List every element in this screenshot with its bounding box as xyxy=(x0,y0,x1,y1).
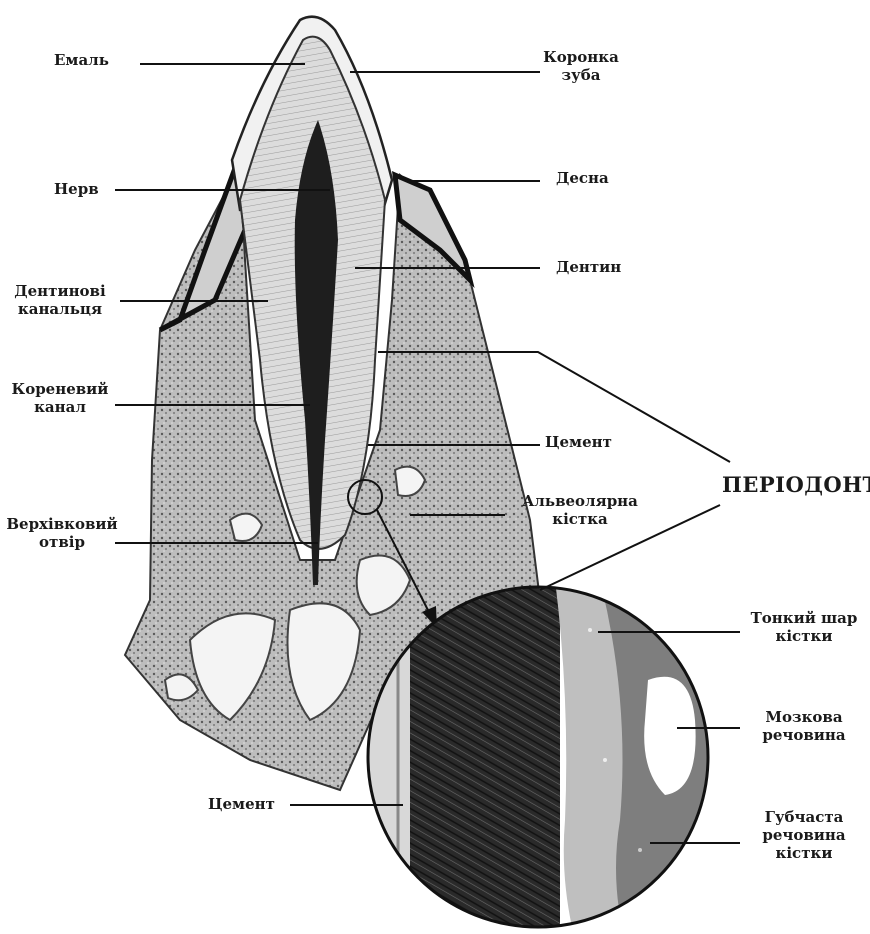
label-spongy-bone: Губчаста речовина кістки xyxy=(742,808,866,862)
label-root-canal: Кореневий канал xyxy=(10,380,110,416)
label-enamel: Емаль xyxy=(54,51,109,69)
label-cementum-upper: Цемент xyxy=(545,433,612,451)
label-thin-bone-layer-line-2: кістки xyxy=(742,627,866,645)
label-root-canal-line-2: канал xyxy=(10,398,110,416)
label-dentinal-tubules-line-2: канальця xyxy=(10,300,110,318)
label-spongy-bone-line-3: кістки xyxy=(742,844,866,862)
label-bone-marrow-line-2: речовина xyxy=(742,726,866,744)
label-bone-marrow-line-1: Мозкова xyxy=(742,708,866,726)
label-dentinal-tubules-line-1: Дентинові xyxy=(10,282,110,300)
label-alveolar-bone-line-2: кістка xyxy=(510,510,650,528)
label-thin-bone-layer-line-1: Тонкий шар xyxy=(742,609,866,627)
label-gum: Десна xyxy=(556,169,609,187)
label-apical-foramen-line-1: Верхівковий xyxy=(2,515,122,533)
label-dentinal-tubules: Дентинові канальця xyxy=(10,282,110,318)
label-crown: Коронка зуба xyxy=(538,48,624,84)
label-bone-marrow: Мозкова речовина xyxy=(742,708,866,744)
label-thin-bone-layer: Тонкий шар кістки xyxy=(742,609,866,645)
label-crown-line-1: Коронка xyxy=(538,48,624,66)
label-cementum-lower: Цемент xyxy=(208,795,275,813)
label-dentin: Дентин xyxy=(556,258,621,276)
label-nerve: Нерв xyxy=(54,180,99,198)
label-root-canal-line-1: Кореневий xyxy=(10,380,110,398)
label-apical-foramen-line-2: отвір xyxy=(2,533,122,551)
label-spongy-bone-line-2: речовина xyxy=(742,826,866,844)
label-periodontium: ПЕРІОДОНТ xyxy=(722,476,870,494)
label-spongy-bone-line-1: Губчаста xyxy=(742,808,866,826)
label-apical-foramen: Верхівковий отвір xyxy=(2,515,122,551)
label-alveolar-bone: Альвеолярна кістка xyxy=(510,492,650,528)
label-crown-line-2: зуба xyxy=(538,66,624,84)
label-alveolar-bone-line-1: Альвеолярна xyxy=(510,492,650,510)
